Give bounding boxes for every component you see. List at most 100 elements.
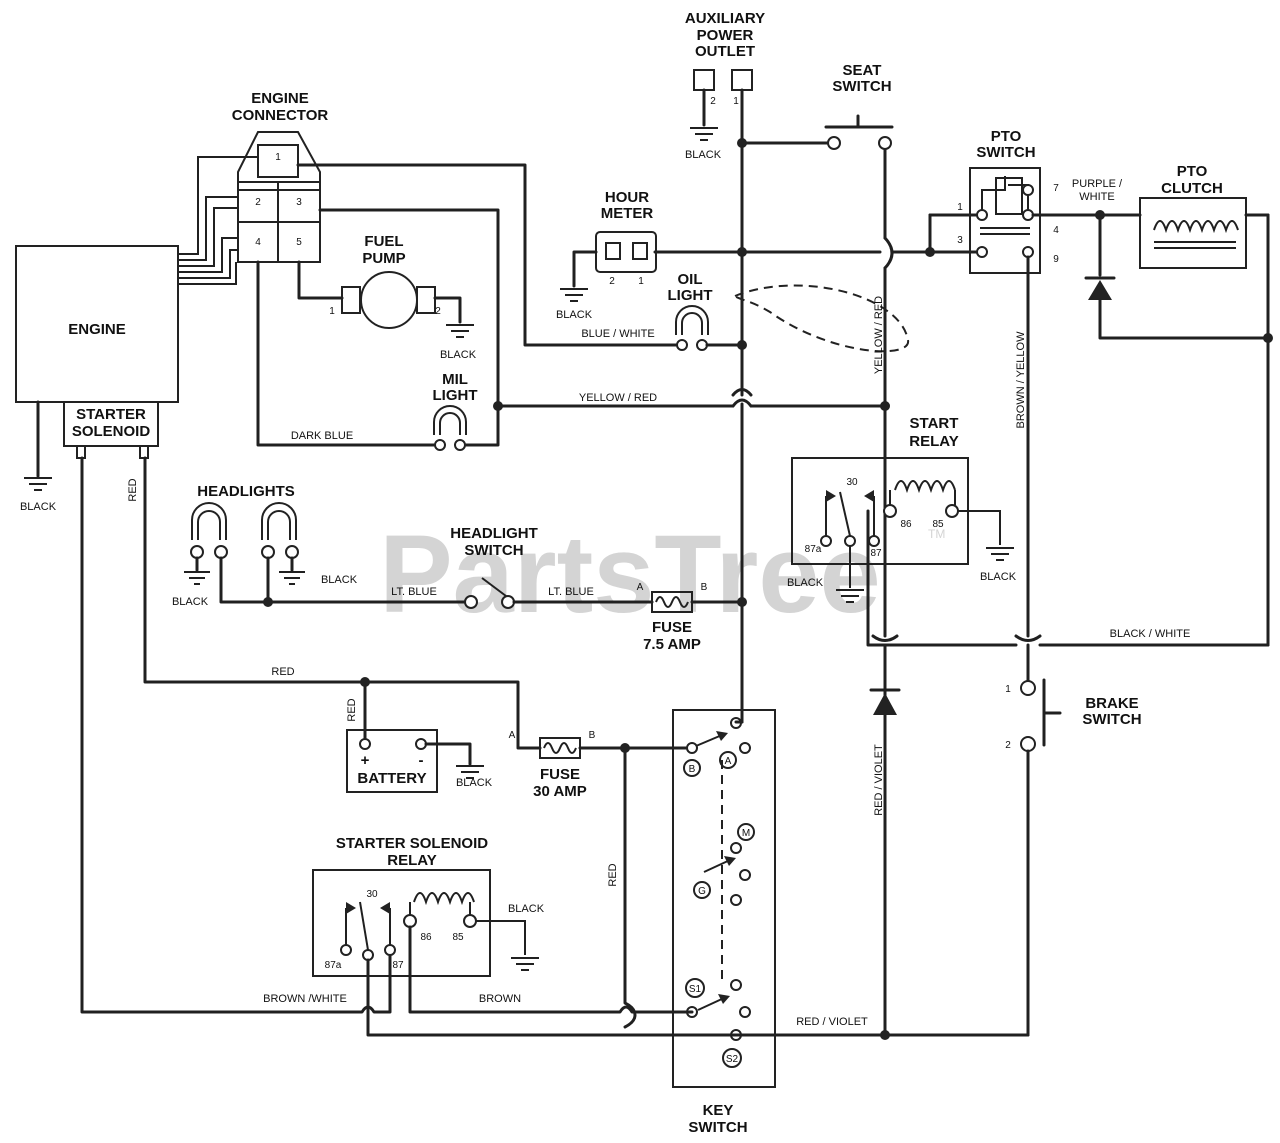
svg-text:G: G: [698, 886, 706, 897]
svg-text:2: 2: [1005, 740, 1011, 751]
svg-text:BLACK: BLACK: [172, 596, 209, 608]
svg-text:BLACK: BLACK: [440, 349, 477, 361]
svg-text:POWER: POWER: [697, 27, 754, 44]
svg-text:BLACK: BLACK: [556, 309, 593, 321]
red-wire-starter: [623, 746, 637, 1029]
svg-text:FUSE: FUSE: [540, 766, 580, 783]
svg-text:RED / VIOLET: RED / VIOLET: [873, 744, 885, 816]
svg-text:CONNECTOR: CONNECTOR: [232, 107, 329, 124]
fuse-7-5: A B FUSE 7.5 AMP: [637, 582, 744, 653]
svg-text:3: 3: [957, 235, 963, 246]
main-horizontal-line: [653, 213, 984, 254]
svg-text:CLUTCH: CLUTCH: [1161, 180, 1223, 197]
svg-text:LIGHT: LIGHT: [433, 387, 478, 404]
svg-text:B: B: [701, 582, 708, 593]
svg-text:B: B: [589, 730, 596, 741]
svg-text:BLACK: BLACK: [685, 149, 722, 161]
svg-text:87: 87: [392, 960, 404, 971]
battery: + - BATTERY BLACK: [346, 729, 493, 793]
brown-white-wire: [80, 456, 392, 1014]
svg-text:A: A: [509, 730, 516, 741]
svg-text:BLACK / WHITE: BLACK / WHITE: [1110, 628, 1191, 640]
svg-text:BLACK: BLACK: [20, 501, 57, 513]
svg-text:2: 2: [710, 96, 716, 107]
svg-text:1: 1: [733, 96, 739, 107]
pto-clutch: PTO CLUTCH: [1139, 163, 1270, 638]
blue-white-wire: [296, 163, 682, 347]
svg-text:BLACK: BLACK: [321, 574, 358, 586]
pto-switch: 1 3 7 4 9 PTO SWITCH: [957, 128, 1059, 274]
svg-text:RELAY: RELAY: [909, 433, 958, 450]
svg-text:BLUE / WHITE: BLUE / WHITE: [581, 328, 654, 340]
svg-text:30 AMP: 30 AMP: [533, 783, 587, 800]
svg-text:86: 86: [420, 932, 432, 943]
svg-text:SWITCH: SWITCH: [1082, 711, 1141, 728]
svg-text:BLACK: BLACK: [508, 903, 545, 915]
svg-text:30: 30: [366, 889, 378, 900]
hour-meter: 2 1 BLACK HOUR METER: [556, 189, 657, 321]
svg-text:SWITCH: SWITCH: [688, 1119, 747, 1136]
brown-wire: [408, 925, 694, 1014]
svg-text:SOLENOID: SOLENOID: [72, 423, 151, 440]
brake-switch: 1 2 BRAKE SWITCH: [1005, 678, 1142, 1037]
svg-text:87a: 87a: [805, 544, 822, 555]
svg-text:+: +: [361, 752, 370, 769]
red-violet-wire: RED / VIOLET RED / VIOLET: [740, 688, 1030, 1037]
svg-text:85: 85: [452, 932, 464, 943]
svg-text:RED: RED: [271, 666, 294, 678]
svg-text:RELAY: RELAY: [387, 852, 436, 869]
fuse-30: A B FUSE 30 AMP: [509, 730, 694, 800]
red-wire-solenoid: [143, 456, 542, 750]
pto-diode: [1084, 213, 1270, 340]
svg-text:HEADLIGHT: HEADLIGHT: [450, 525, 538, 542]
svg-text:LT. BLUE: LT. BLUE: [548, 586, 594, 598]
svg-text:A: A: [637, 582, 644, 593]
svg-text:FUSE: FUSE: [652, 619, 692, 636]
svg-text:START: START: [910, 415, 959, 432]
start-relay: 30 86 85 87a 87 BLACK BLACK START RELAY: [787, 415, 1017, 603]
svg-text:ENGINE: ENGINE: [251, 90, 309, 107]
svg-text:RED: RED: [127, 478, 139, 501]
svg-text:MIL: MIL: [442, 371, 468, 388]
dark-blue-wire: [256, 260, 442, 447]
svg-text:S2: S2: [726, 1054, 739, 1065]
fuel-pump: 1 2 BLACK FUEL PUMP: [329, 233, 476, 361]
svg-text:9: 9: [1053, 254, 1059, 265]
watermark: PartsTree: [379, 513, 880, 636]
svg-text:STARTER SOLENOID: STARTER SOLENOID: [336, 835, 488, 852]
svg-text:AUXILIARY: AUXILIARY: [685, 10, 765, 27]
svg-text:BROWN /WHITE: BROWN /WHITE: [263, 993, 347, 1005]
svg-text:SWITCH: SWITCH: [464, 542, 523, 559]
svg-text:BROWN / YELLOW: BROWN / YELLOW: [1015, 331, 1027, 429]
svg-text:BRAKE: BRAKE: [1085, 695, 1138, 712]
svg-text:RED: RED: [346, 698, 358, 721]
svg-text:S1: S1: [689, 984, 702, 995]
svg-text:PUMP: PUMP: [362, 250, 405, 267]
svg-text:2: 2: [609, 276, 615, 287]
svg-text:OIL: OIL: [678, 271, 703, 288]
fuel-pump-wire: [297, 260, 344, 300]
svg-text:PTO: PTO: [991, 128, 1022, 145]
svg-text:HEADLIGHTS: HEADLIGHTS: [197, 483, 295, 500]
svg-text:BATTERY: BATTERY: [357, 770, 426, 787]
svg-text:RED / VIOLET: RED / VIOLET: [796, 1016, 868, 1028]
svg-text:STARTER: STARTER: [76, 406, 146, 423]
headlights: BLACK BLACK HEADLIGHTS: [172, 483, 467, 608]
svg-text:YELLOW / RED: YELLOW / RED: [579, 392, 657, 404]
svg-text:30: 30: [846, 477, 858, 488]
svg-text:A: A: [725, 756, 732, 767]
oil-light: OIL LIGHT: [668, 271, 744, 351]
svg-text:BLACK: BLACK: [456, 777, 493, 789]
svg-text:-: -: [419, 752, 424, 769]
svg-text:OUTLET: OUTLET: [695, 43, 755, 60]
engine: ENGINE STARTER SOLENOID BLACK: [15, 245, 179, 513]
svg-text:KEY: KEY: [703, 1102, 734, 1119]
watermark-tm: TM: [928, 527, 945, 541]
svg-text:1: 1: [275, 152, 281, 163]
svg-text:RED: RED: [607, 863, 619, 886]
headlight-switch: LT. BLUE LT. BLUE HEADLIGHT SWITCH: [391, 525, 654, 609]
svg-text:4: 4: [255, 237, 261, 248]
svg-text:85: 85: [932, 519, 944, 530]
svg-text:PTO: PTO: [1177, 163, 1208, 180]
svg-text:SWITCH: SWITCH: [976, 144, 1035, 161]
